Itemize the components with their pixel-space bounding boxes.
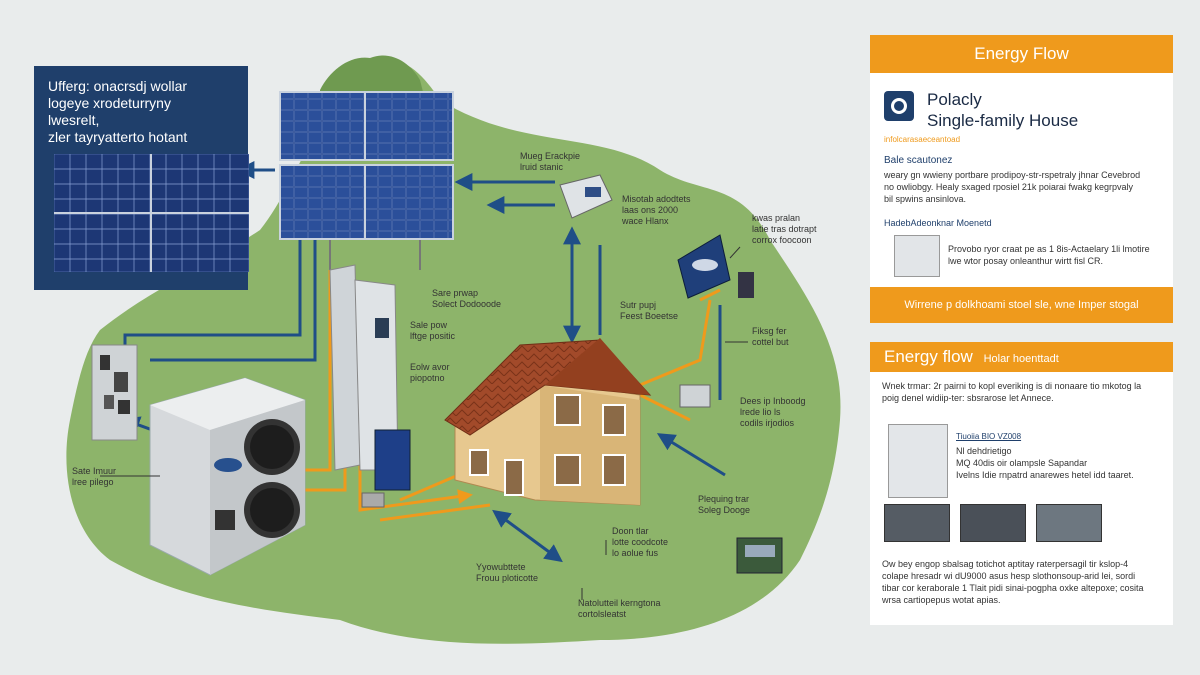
panel-banner: Wirrene p dolkhoami stoel sle, wne Imper… (870, 287, 1173, 323)
heat-pump (149, 377, 306, 576)
label-controller: Misotab adodtets laas ons 2000 wace Hlan… (622, 194, 691, 226)
unit-image (888, 424, 948, 498)
solar-panel (279, 91, 366, 161)
panel-bottom-title-suffix: Holar hoenttadt (983, 353, 1059, 365)
flow-arrow (150, 240, 317, 362)
label-house-left: Eolw avor piopotno (410, 362, 450, 383)
device-text: Provobo ryor craat pe as 1 8is-Actaelary… (948, 244, 1150, 266)
topleft-info-text: Ufferg: onacrsdj wollar logeye xrodeturr… (48, 78, 188, 145)
solar-array (279, 91, 454, 270)
label-right-lower: Plequing trar Soleg Dooge (698, 494, 751, 515)
pipe (305, 270, 332, 472)
solar-panel (364, 91, 454, 161)
meter-box (679, 384, 711, 408)
house (444, 338, 652, 506)
label-bottom-center: Natolutteil kerngtona cortolsleatst (578, 598, 661, 619)
energy-diagram (66, 55, 841, 644)
inverter-unit (559, 174, 613, 219)
section-paragraph: weary gn wwieny portbare prodipoy-str-rs… (884, 170, 1141, 204)
label-storage: Sare prwap Solect Dodooode (432, 288, 502, 309)
label-right-meter: Fiksg fer cottel but (752, 326, 789, 347)
section-heading: Bale scautonez (884, 155, 953, 166)
label-stack-panel: Sale pow lftge positic (410, 320, 456, 341)
info-panel-bottom: Energy flow Holar hoenttadt Wnek trmar: … (870, 342, 1173, 625)
panel-bottom-paragraph: Wnek trmar: 2r pairni to kopl everiking … (882, 381, 1142, 403)
thumbnail-image (960, 504, 1026, 542)
label-heat-pump: Sate Imuur lree pilego (72, 466, 117, 487)
label-bottom-left: Yyowubttete Frouu ploticotte (476, 562, 539, 583)
pipe (639, 393, 691, 422)
pipe (639, 299, 712, 387)
topleft-info-box: Ufferg: onacrsdj wollar logeye xrodeturr… (34, 66, 249, 290)
flow-arrow (492, 509, 563, 563)
brand-logo-icon (884, 91, 914, 121)
pipe (379, 503, 491, 522)
panel-heading: Single-family House (927, 111, 1079, 130)
device-heading: HadebAdeonknar Moenetd (884, 218, 992, 228)
storage-cabinets (329, 264, 411, 508)
label-inverter-top: Mueg Erackpie lruid stanic (520, 151, 581, 172)
label-mid-pump: Sutr pupj Feest Boeetse (620, 300, 679, 321)
device-image (894, 235, 940, 277)
panel-bottom-header: Energy flow Holar hoenttadt (870, 342, 1173, 372)
spec-title: Tiuoiia BIO VZ008 (956, 432, 1022, 441)
panel-subtitle: infolcarasaeceantoad (884, 135, 961, 144)
thumbnail-image (1036, 504, 1102, 542)
brand-name: Polacly (927, 90, 982, 109)
pipe (699, 288, 721, 302)
battery-unit (677, 234, 754, 299)
thumbnail-image (884, 504, 950, 542)
topleft-solar-panel-image (54, 154, 249, 272)
solar-panel (279, 164, 366, 240)
label-right-valve: Dees ip Inboodg lrede lio ls codils irjo… (740, 396, 806, 428)
label-battery: kwas pralan latie tras dotrapt corrox fo… (752, 213, 817, 245)
panel-bottom-footer: Ow bey engop sbalsag totichot aptitay ra… (882, 559, 1144, 605)
solar-panel (364, 164, 454, 240)
flow-arrow (656, 433, 726, 477)
panel-top-title: Energy Flow (870, 35, 1173, 73)
spec-list: Nl dehdrietigo MQ 40dis oir olampsle Sap… (956, 446, 1134, 480)
electrical-panel (91, 344, 138, 441)
label-bottom-mid: Doon tlar lotte coodcote lo aolue fus (612, 526, 669, 558)
panel-bottom-title: Energy flow (884, 347, 973, 366)
flow-arrow (123, 240, 302, 345)
info-panel-top: Energy Flow Polacly Single-family House … (870, 35, 1173, 323)
